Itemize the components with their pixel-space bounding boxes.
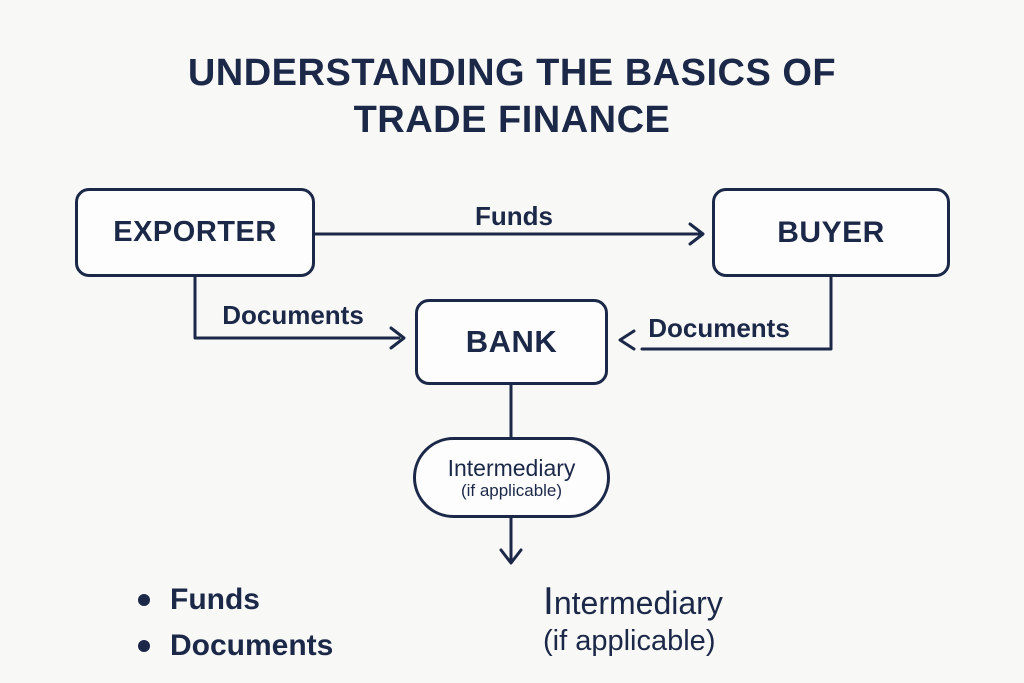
documents-left-edge-label: Documents	[222, 300, 364, 330]
documents-right-arrow-line	[640, 275, 833, 351]
bullet-icon	[138, 594, 150, 606]
legend-list: Funds Documents	[138, 577, 333, 669]
documents-left-arrowhead-icon	[389, 326, 406, 350]
page-title-line1: UNDERSTANDING THE BASICS OF	[187, 52, 837, 94]
bank-label: BANK	[465, 324, 558, 359]
intermediary-sublabel: (if applicable)	[460, 480, 563, 500]
intermediary-footnote: Intermediary (if applicable)	[543, 580, 723, 657]
funds-edge-label: Funds	[475, 201, 553, 231]
buyer-node: BUYER	[712, 188, 950, 277]
legend-item-label: Funds	[170, 583, 260, 616]
list-item: Funds	[138, 577, 333, 623]
legend-item-label: Documents	[170, 629, 334, 662]
documents-left-arrow-line	[193, 275, 401, 340]
footnote-label: Intermediary	[543, 580, 723, 623]
documents-right-edge-label: Documents	[648, 313, 790, 343]
documents-right-arrowhead-icon	[618, 329, 636, 351]
buyer-label: BUYER	[777, 215, 885, 249]
funds-arrowhead-icon	[688, 222, 705, 246]
footnote-sublabel: (if applicable)	[543, 625, 716, 657]
bullet-icon	[138, 640, 150, 652]
exporter-label: EXPORTER	[113, 216, 277, 248]
page-title: UNDERSTANDING THE BASICS OF TRADE FINANC…	[0, 50, 1024, 144]
bank-node: BANK	[415, 299, 608, 385]
list-item: Documents	[138, 623, 333, 669]
intermediary-label: Intermediary	[447, 454, 576, 481]
down-arrowhead-icon	[499, 548, 523, 565]
exporter-node: EXPORTER	[75, 188, 315, 277]
page-title-line2: TRADE FINANCE	[353, 99, 671, 141]
intermediary-node: Intermediary (if applicable)	[413, 437, 610, 518]
